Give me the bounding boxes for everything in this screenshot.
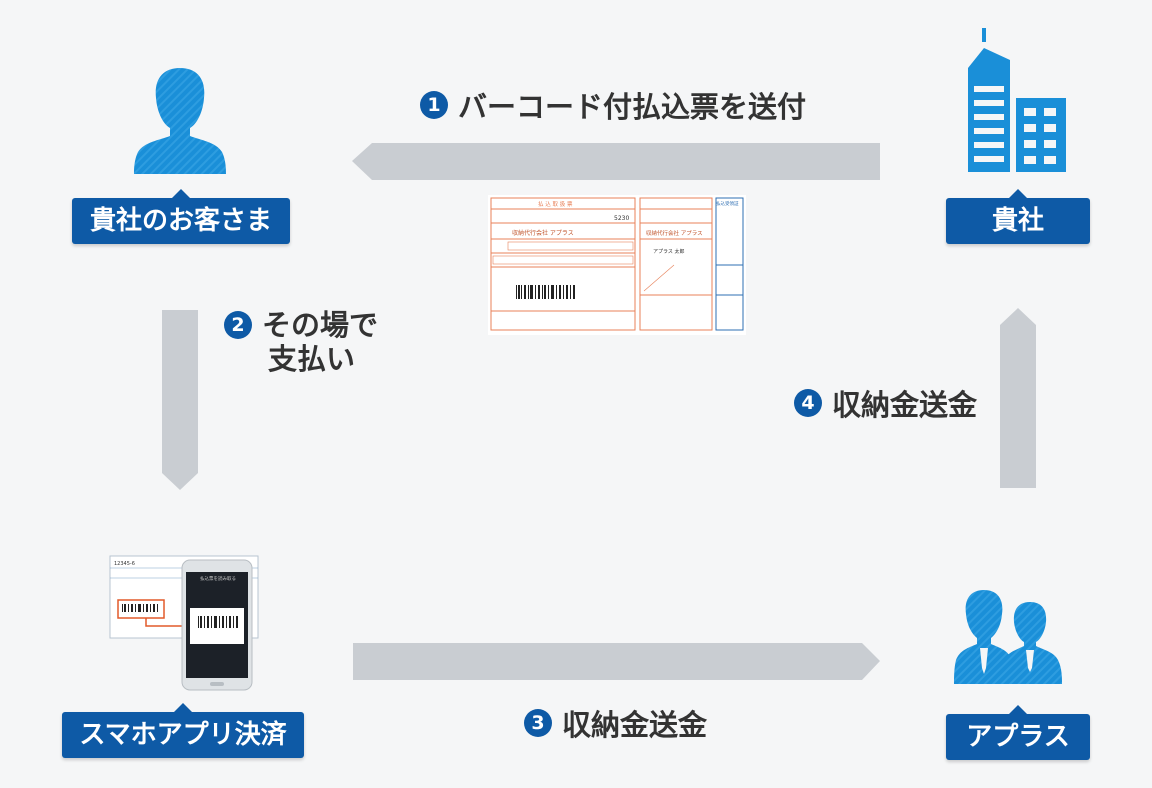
step-3-number: 3 (524, 709, 552, 737)
step-3: 3 収納金送金 (524, 702, 707, 744)
payment-slip-image: 払 込 取 扱 票 収納代行会社 アプラス 5230 収納代行会社 アプラス ア… (488, 195, 746, 335)
step-2-line2: 支払い (268, 342, 356, 376)
arrow-step1-shape (352, 143, 880, 180)
step-4-label: 収納金送金 (832, 388, 978, 422)
arrow-step2-shape (162, 310, 198, 490)
node-company: 貴社 (946, 189, 1090, 244)
step-4: 4 収納金送金 (794, 382, 977, 424)
svg-text:12345-6: 12345-6 (114, 561, 135, 567)
step-2-number: 2 (224, 311, 252, 339)
step-4-number: 4 (794, 389, 822, 417)
slip-title: 払 込 取 扱 票 (538, 200, 573, 208)
building-icon (968, 28, 1066, 172)
slip-payee2: アプラス 太郎 (653, 248, 685, 255)
person-icon (134, 68, 226, 174)
step-2-line1: その場で (262, 308, 379, 342)
smartphone-scan-image: 12345-6 払込票を読み取る (106, 552, 262, 692)
step-2: 2 その場で 支払い (224, 308, 378, 376)
people-icon (954, 590, 1062, 684)
arrow-step3-shape (353, 643, 880, 680)
step-1: 1 バーコード付払込票を送付 (420, 84, 806, 126)
svg-text:収納代行会社 アプラス: 収納代行会社 アプラス (646, 229, 703, 237)
slip-amount: 5230 (614, 215, 629, 222)
node-app-payment: スマホアプリ決済 (62, 703, 304, 758)
node-customer: 貴社のお客さま (72, 189, 290, 244)
step-1-label: バーコード付払込票を送付 (458, 90, 807, 124)
phone-header: 払込票を読み取る (200, 575, 236, 582)
slip-receipt-title: 払込受領証 (716, 200, 739, 207)
step-3-label: 収納金送金 (562, 708, 708, 742)
arrow-step4-shape (1000, 308, 1036, 488)
slip-payee: 収納代行会社 アプラス (512, 229, 574, 237)
step-1-number: 1 (420, 91, 448, 119)
smartphone-scan-drawing: 12345-6 払込票を読み取る (109, 555, 259, 691)
node-aplus: アプラス (946, 705, 1090, 760)
payment-slip-drawing: 払 込 取 扱 票 収納代行会社 アプラス 5230 収納代行会社 アプラス ア… (490, 197, 744, 331)
